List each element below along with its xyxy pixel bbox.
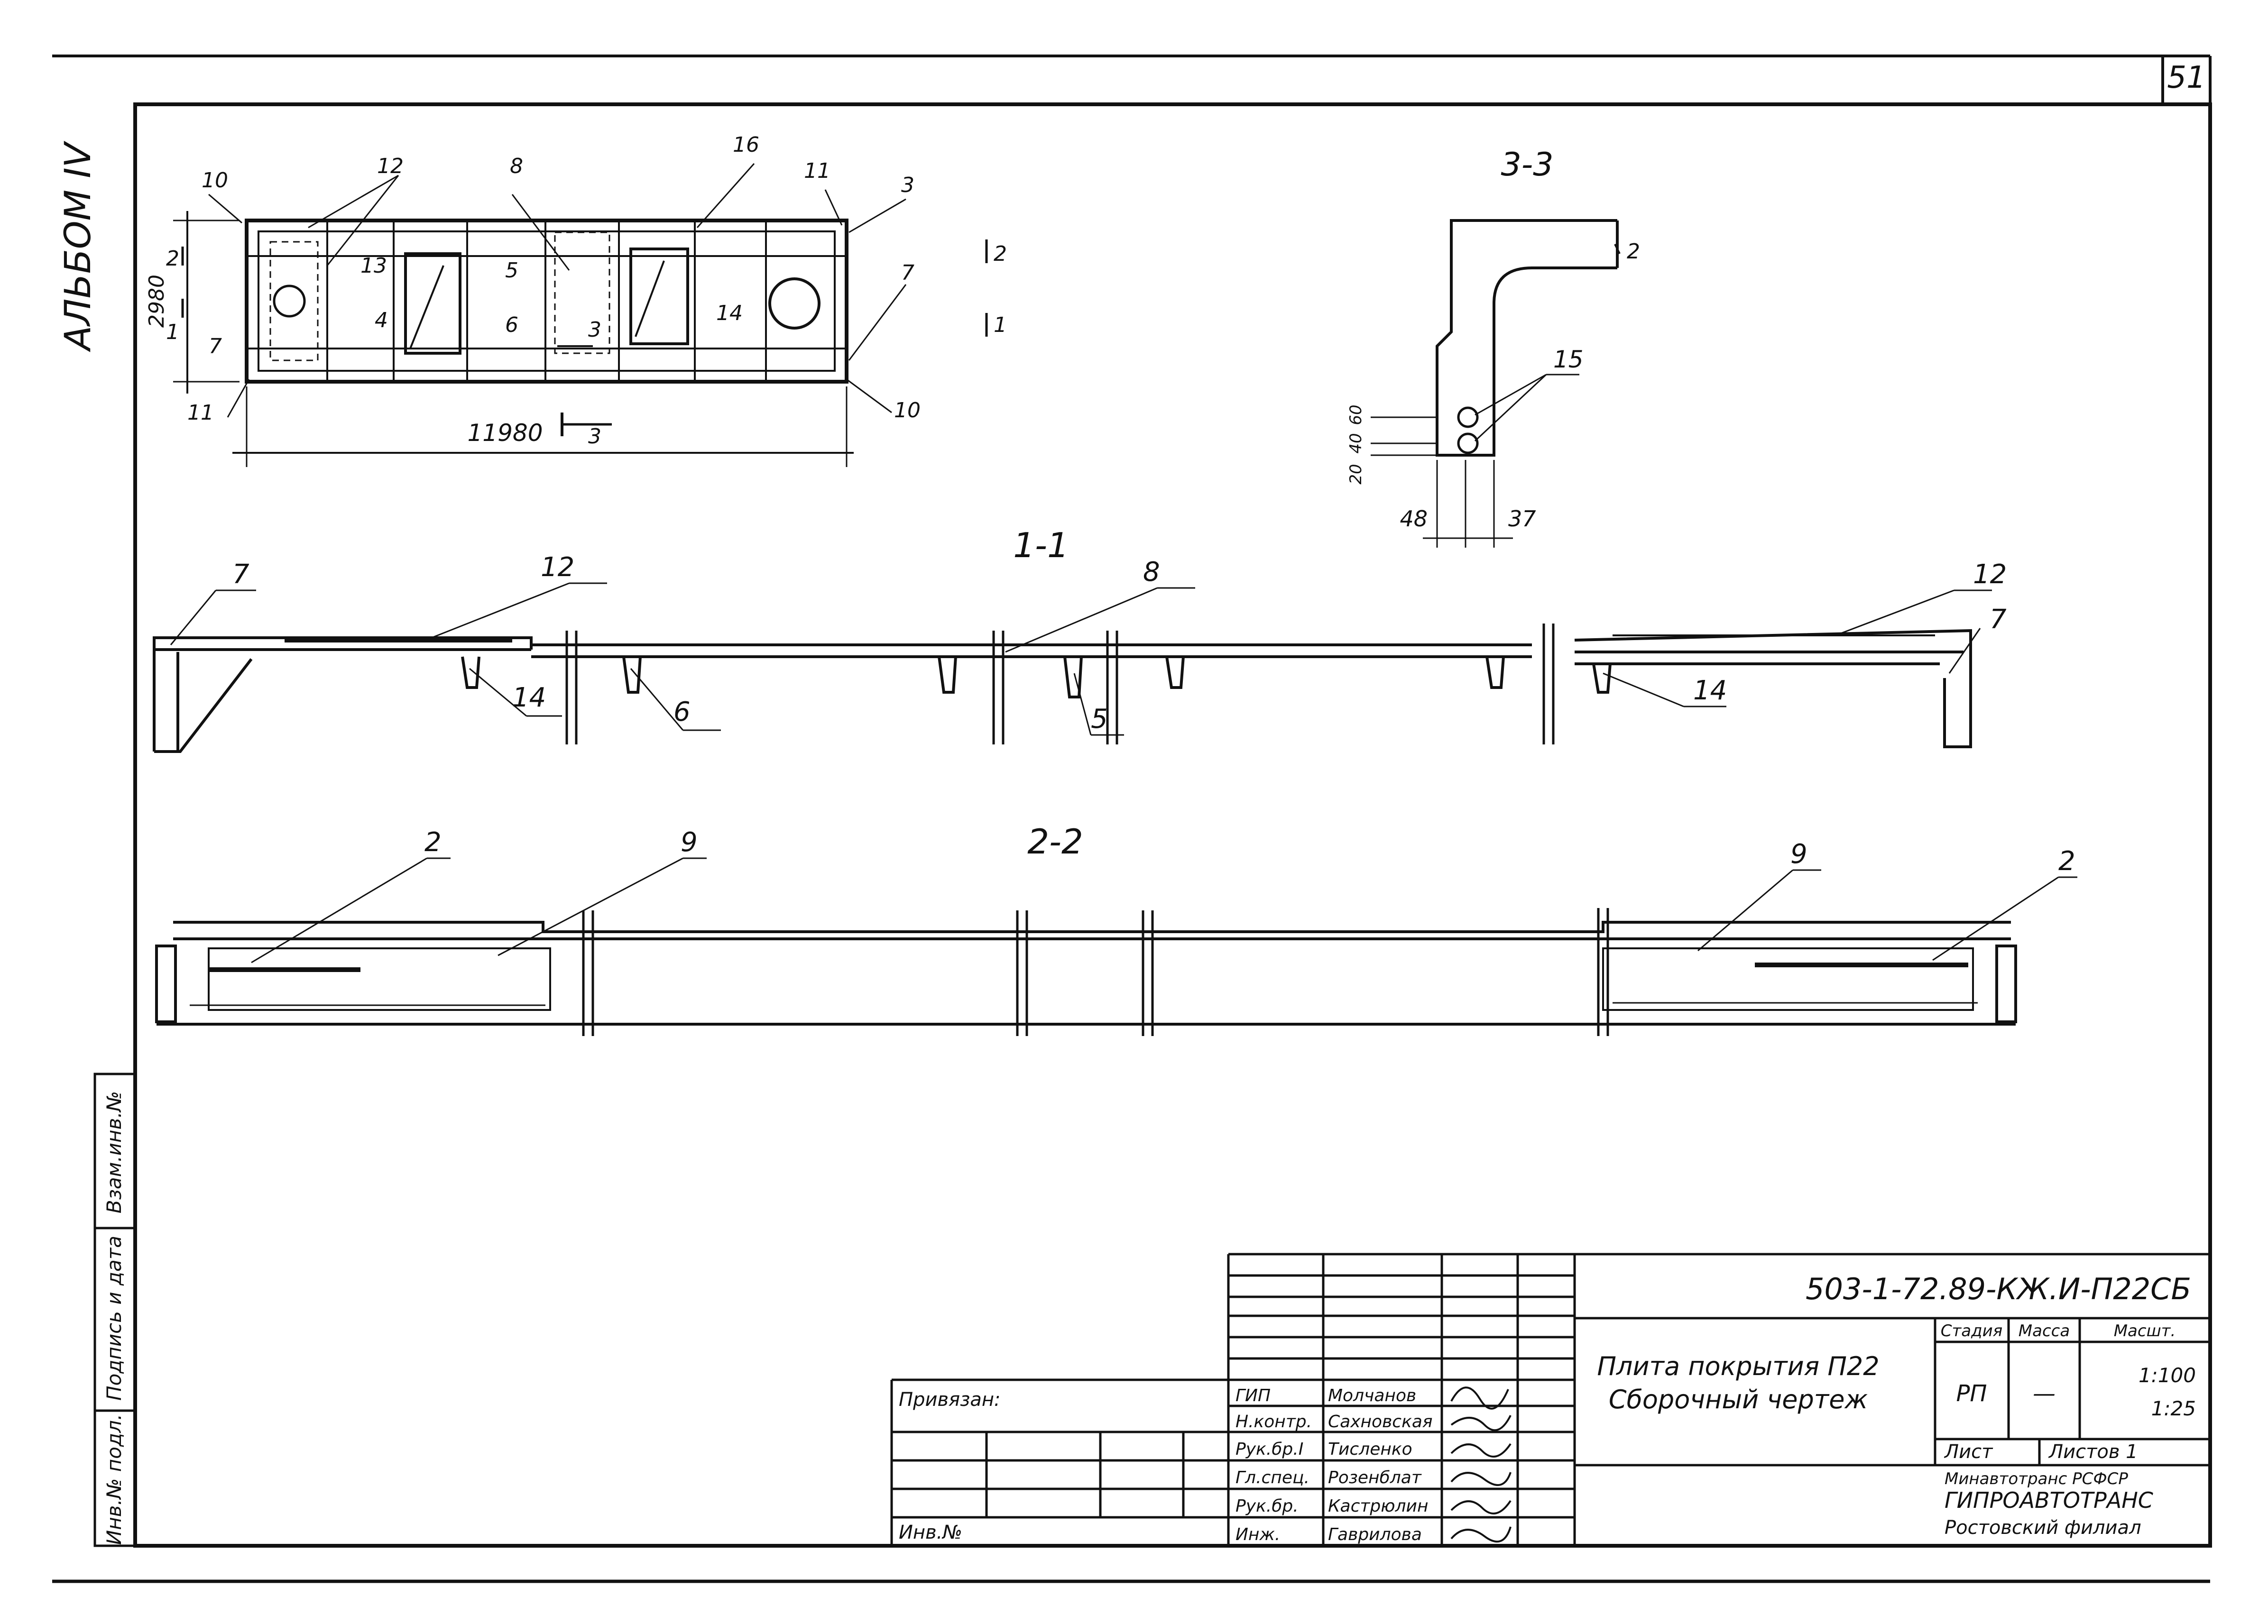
name-gavrilova: Гаврилова — [1328, 1525, 1422, 1544]
scale-value-2: 1:25 — [2151, 1397, 2196, 1420]
role-rukbr: Рук.бр. — [1235, 1496, 1299, 1516]
name-rozenblat: Розенблат — [1328, 1468, 1422, 1487]
plan-dim-length: 11980 — [467, 419, 543, 447]
plan-callout-21: 3 — [588, 424, 601, 449]
name-tislenko: Тисленко — [1328, 1440, 1412, 1459]
plan-dim-width: 2980 — [145, 275, 169, 328]
plan-callout-20: 7 — [209, 334, 222, 358]
section-22-breaks — [582, 908, 1609, 1036]
section-11-callout-6: 6 — [673, 697, 691, 727]
title-block-grid — [890, 1253, 2210, 1546]
scale-value-1: 1:100 — [2139, 1364, 2196, 1387]
plan-callout-17: 11 — [187, 401, 214, 425]
org-line-2: ГИПРОАВТОТРАНС — [1945, 1487, 2153, 1513]
section-11-drawing — [153, 629, 1972, 753]
side-stamp-vzam: Взам.инв.№ — [102, 1091, 126, 1213]
inv-no-label: Инв.№ — [899, 1522, 962, 1543]
plan-callout-16: 10 — [894, 398, 921, 422]
section-33-callout: 15 — [1553, 346, 1584, 373]
plan-callout-4: 16 — [733, 133, 759, 157]
section-22-callout-2r: 2 — [2058, 846, 2075, 877]
plan-callout-10: 5 — [505, 258, 518, 283]
plan-view — [245, 219, 848, 384]
side-stamp-inv: Инв.№ подл. — [102, 1414, 126, 1545]
section-22-drawing — [155, 921, 2017, 1026]
plan-callout-1: 10 — [202, 168, 228, 193]
section-33-dim-48: 48 — [1400, 506, 1428, 532]
plan-callout-12: 3 — [588, 318, 601, 342]
page-number: 51 — [2167, 60, 2205, 95]
doc-code: 503-1-72.89-КЖ.И-П22СБ — [1806, 1272, 2191, 1306]
role-inzh: Инж. — [1235, 1525, 1280, 1544]
section-22-leaders — [251, 857, 2077, 963]
sheet-label: Лист — [1944, 1441, 1993, 1463]
section-33-bolt-lower — [1457, 432, 1479, 454]
plan-dimensions — [173, 211, 988, 467]
role-rukbr1: Рук.бр.I — [1235, 1440, 1303, 1459]
section-11-callout-7r: 7 — [1990, 604, 2007, 635]
section-33-dim-60: 60 — [1346, 404, 1365, 425]
plan-callout-14: 7 — [901, 261, 914, 285]
sheets-label: Листов 1 — [2048, 1441, 2138, 1463]
sheet-frame — [52, 55, 2212, 1583]
plan-callout-15: 4 — [375, 308, 388, 332]
plan-callout-2: 12 — [377, 154, 404, 178]
section-22-callout-2l: 2 — [424, 827, 442, 858]
scale-header: Масшт. — [2114, 1321, 2176, 1340]
section-11-leaders — [170, 582, 1992, 736]
plan-callout-6: 3 — [901, 173, 914, 197]
album-label: АЛЬБОМ IV — [56, 140, 99, 352]
mass-header: Масса — [2019, 1321, 2070, 1340]
section-11-callout-12r: 12 — [1973, 559, 2007, 590]
plan-callout-3: 8 — [510, 154, 523, 178]
plan-callout-19: 2 — [994, 242, 1007, 266]
section-33-leaders — [1371, 374, 1579, 548]
name-molchanov: Молчанов — [1328, 1386, 1416, 1405]
section-22-title: 2-2 — [1027, 822, 1083, 862]
plan-callout-9: 13 — [360, 254, 387, 278]
name-kastryulin: Кастрюлин — [1328, 1496, 1428, 1516]
name-sakhnovskaya: Сахновская — [1328, 1412, 1433, 1431]
org-line-1: Минавтотранс РСФСР — [1945, 1469, 2128, 1488]
signatures — [1450, 1386, 1512, 1543]
section-33-drawing — [1436, 219, 1621, 457]
plan-callout-13: 14 — [716, 301, 743, 325]
role-gip: ГИП — [1235, 1386, 1271, 1405]
section-11-callout-8: 8 — [1143, 557, 1160, 587]
section-11-callout-7l: 7 — [232, 559, 249, 590]
section-11-breaks — [565, 624, 1555, 744]
section-33-title: 3-3 — [1501, 146, 1553, 184]
plan-callout-11: 6 — [505, 313, 518, 337]
stage-header: Стадия — [1941, 1321, 2002, 1340]
plan-leaders — [208, 163, 907, 418]
role-nkontr: Н.контр. — [1235, 1412, 1312, 1431]
stage-value: РП — [1956, 1380, 1987, 1407]
section-33-dim-40: 40 — [1346, 433, 1365, 453]
section-11-callout-14r: 14 — [1693, 675, 1727, 706]
plan-callout-7: 2 — [166, 247, 179, 271]
section-22-callout-9l: 9 — [681, 827, 698, 858]
side-stamp: Инв.№ подл. Подпись и дата Взам.инв.№ — [93, 1073, 137, 1547]
plan-callout-5: 11 — [804, 159, 830, 183]
doc-title-line-2: Сборочный чертеж — [1609, 1385, 1868, 1414]
org-line-3: Ростовский филиал — [1945, 1517, 2141, 1539]
section-33-mark: 2 — [1627, 239, 1640, 264]
section-22-callout-9r: 9 — [1790, 839, 1807, 870]
section-11-callout-5: 5 — [1091, 704, 1108, 734]
section-33-bolt-upper — [1457, 406, 1479, 428]
plan-callout-8: 1 — [166, 320, 179, 344]
section-11-callout-12l: 12 — [541, 552, 574, 583]
privyazan-label: Привязан: — [899, 1389, 1001, 1411]
doc-title-line-1: Плита покрытия П22 — [1597, 1351, 1879, 1381]
role-glspec: Гл.спец. — [1235, 1468, 1309, 1487]
side-stamp-sign: Подпись и дата — [102, 1236, 126, 1401]
mass-value: — — [2033, 1380, 2056, 1407]
section-33-dim-37: 37 — [1508, 506, 1536, 532]
section-33-dim-20: 20 — [1346, 464, 1365, 484]
section-11-title: 1-1 — [1013, 525, 1069, 565]
plan-callout-18: 1 — [994, 313, 1007, 337]
section-11-callout-14l: 14 — [512, 682, 546, 713]
